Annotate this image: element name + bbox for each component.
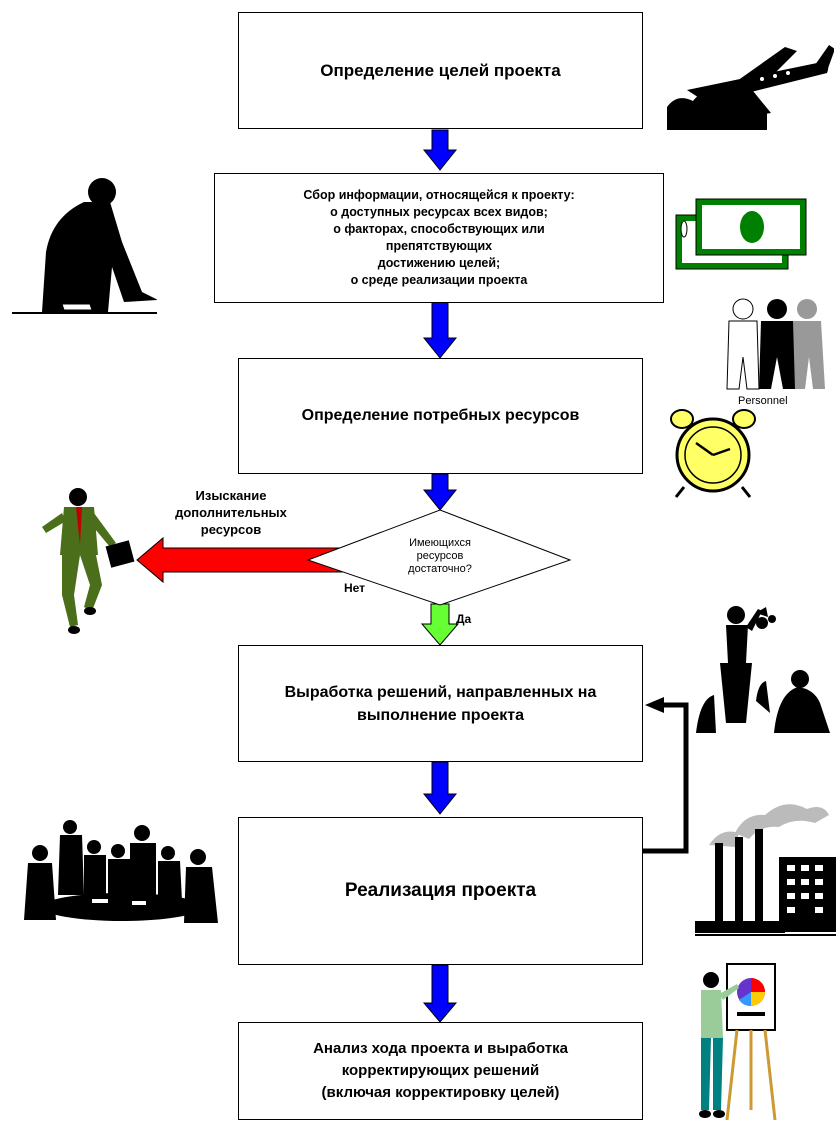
box-collect-info-text: Сбор информации, относящейся к проекту: …	[303, 188, 575, 287]
alarm-clock-icon	[670, 409, 756, 498]
airplane-icon	[667, 45, 834, 130]
man-on-phone-icon	[12, 178, 157, 314]
running-man-icon	[42, 488, 135, 634]
box-solutions: Выработка решений, направленных на выпол…	[238, 645, 643, 762]
box-define-resources-text: Определение потребных ресурсов	[301, 407, 580, 424]
flow-arrow-2	[422, 301, 458, 359]
box-collect-info: Сбор информации, относящейся к проекту: …	[214, 173, 664, 303]
box-implementation: Реализация проекта	[238, 817, 643, 965]
factory-icon	[695, 804, 836, 936]
meeting-icon	[24, 820, 218, 923]
no-label: Нет	[344, 581, 366, 595]
feedback-arrowhead	[645, 697, 664, 713]
box-implementation-text: Реализация проекта	[344, 880, 537, 901]
speaker-podium-icon	[696, 606, 830, 733]
box-analysis-text: Анализ хода проекта и выработка корректи…	[313, 1040, 568, 1101]
box-define-goals: Определение целей проекта	[238, 12, 643, 129]
box-analysis: Анализ хода проекта и выработка корректи…	[238, 1022, 643, 1120]
box-define-resources: Определение потребных ресурсов	[238, 358, 643, 474]
box-solutions-text: Выработка решений, направленных на выпол…	[284, 683, 597, 724]
presenter-chart-icon	[699, 963, 777, 1121]
box-define-goals-text: Определение целей проекта	[320, 60, 561, 80]
feedback-line	[640, 702, 689, 854]
no-branch-label: Изыскание дополнительных ресурсов	[175, 488, 287, 537]
money-icon	[675, 198, 807, 270]
yes-label: Да	[456, 612, 472, 626]
flow-arrow-3	[422, 473, 458, 511]
flow-arrow-1	[422, 129, 458, 171]
flow-arrow-4	[422, 761, 458, 815]
personnel-icon	[726, 298, 825, 390]
decision-question: Имеющихся ресурсов достаточно?	[408, 537, 472, 575]
flow-arrow-5	[422, 964, 458, 1023]
no-arrow	[136, 536, 375, 584]
personnel-caption: Personnel	[738, 395, 788, 407]
yes-arrow	[420, 603, 460, 646]
decision-diamond	[306, 509, 572, 606]
